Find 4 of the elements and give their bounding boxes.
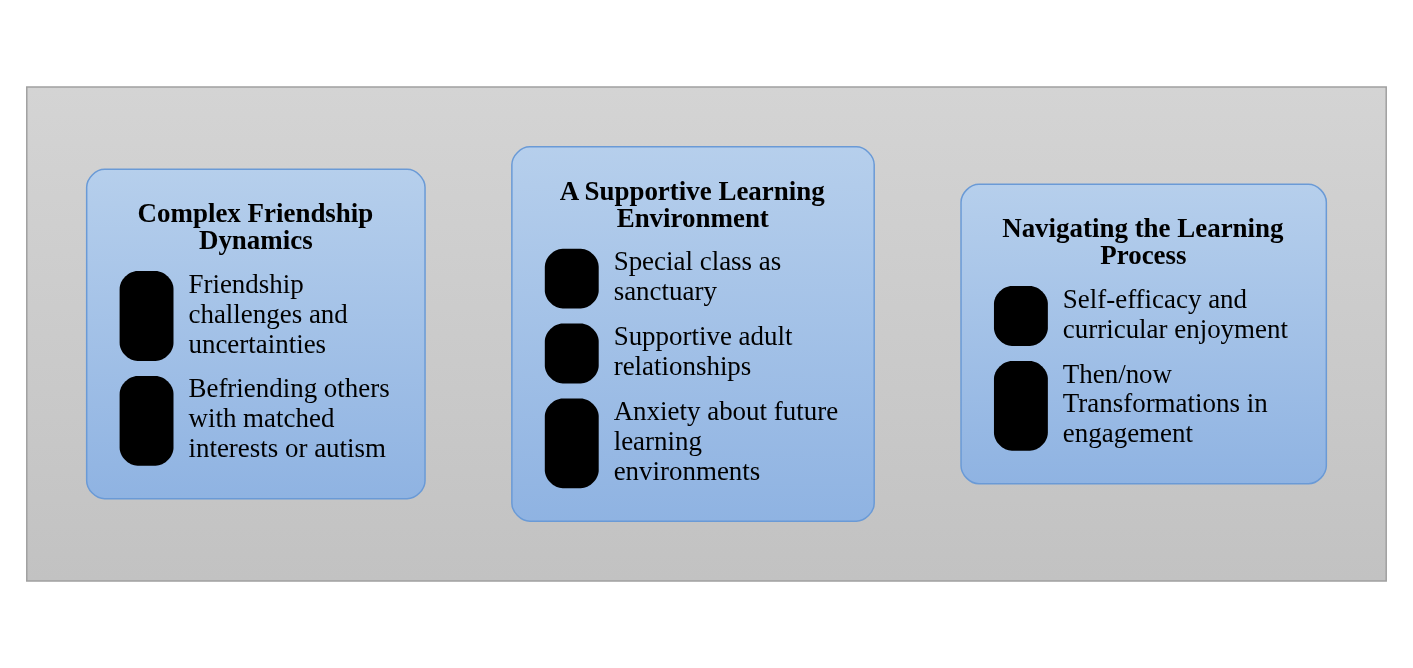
node-box: Navigating the Learning Process Self-efficacy and curricular enjoyment Then/now Transformations in engagement xyxy=(960,183,1328,485)
node-box: A Supportive Learning Environment Special class as sanctuary Supportive adult relationships Anxiety about future learning environments xyxy=(511,146,875,522)
cluster xyxy=(26,86,1387,582)
node-box: Complex Friendship Dynamics Friendship challenges and uncertainties Befriending others with matched interests or autism xyxy=(85,168,426,500)
